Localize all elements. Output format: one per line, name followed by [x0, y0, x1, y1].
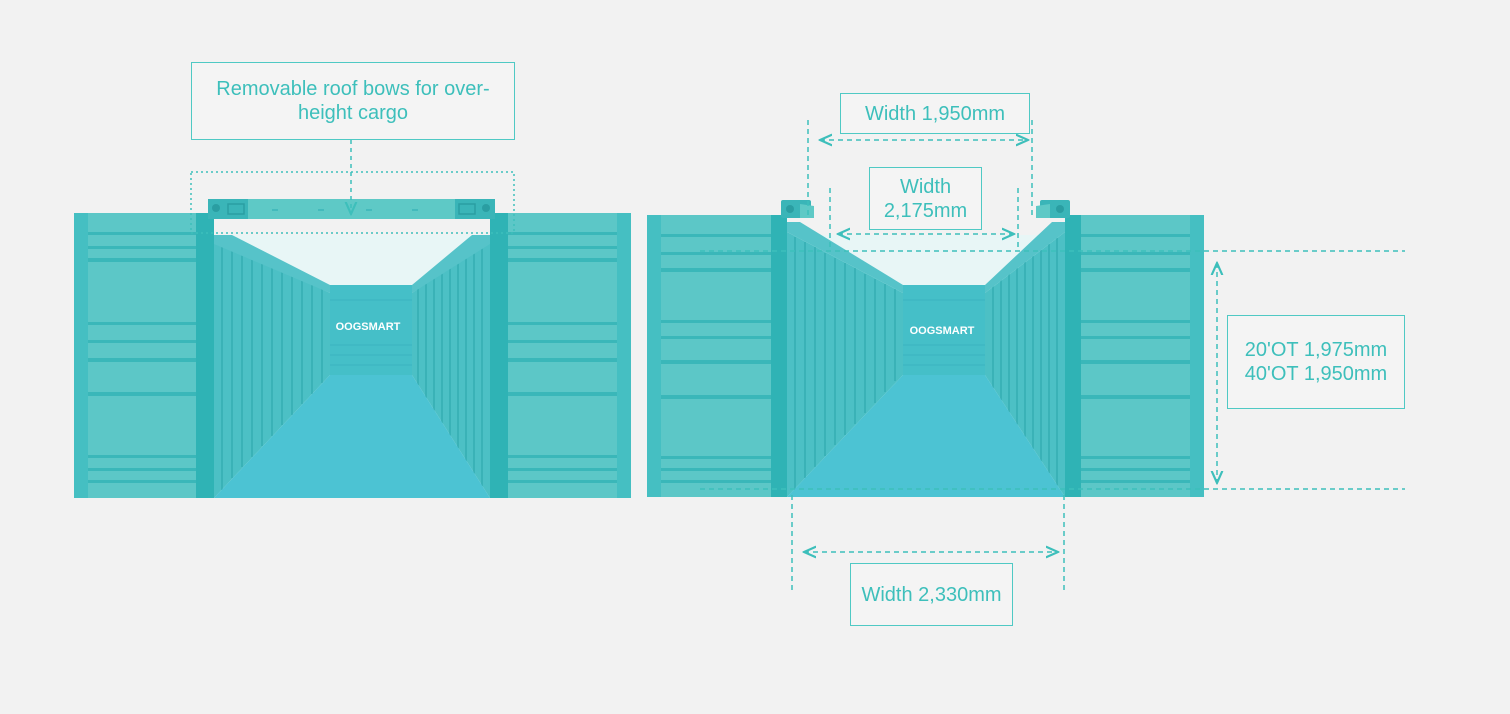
right-container — [647, 200, 1204, 497]
left-container — [74, 140, 631, 498]
left-container-right-door — [490, 213, 631, 498]
right-container-right-door — [1065, 215, 1204, 497]
top-width-label-text: Width 1,950mm — [864, 102, 1006, 125]
roof-bow-highlight — [190, 171, 515, 234]
right-container-brand: OOGSMART — [910, 325, 975, 337]
height-label-line2: 40'OT 1,950mm — [1244, 363, 1388, 385]
inner-width-label-line1: Width — [899, 175, 952, 198]
roof-bow-label: Removable roof bows for over-height carg… — [191, 62, 515, 140]
dimension-lines — [700, 120, 1405, 594]
right-container-left-door — [647, 215, 787, 497]
right-container-roof-hinges — [781, 200, 1070, 218]
inner-width-label-line2: 2,175mm — [883, 199, 968, 222]
height-label-line1: 20'OT 1,975mm — [1244, 339, 1388, 361]
roof-bow-label-text: Removable roof bows for over-height carg… — [216, 78, 490, 124]
top-width-label: Width 1,950mm — [840, 93, 1030, 134]
right-container-interior — [787, 222, 1065, 497]
inner-width-label: Width 2,175mm — [869, 167, 982, 230]
bottom-width-label: Width 2,330mm — [850, 563, 1013, 626]
bottom-width-label-text: Width 2,330mm — [861, 583, 1002, 606]
left-container-brand: OOGSMART — [336, 321, 401, 333]
height-label: 20'OT 1,975mm 40'OT 1,950mm — [1227, 315, 1405, 409]
left-container-left-door — [74, 213, 214, 498]
left-container-roof-bow — [208, 199, 495, 219]
left-container-interior — [214, 235, 490, 498]
